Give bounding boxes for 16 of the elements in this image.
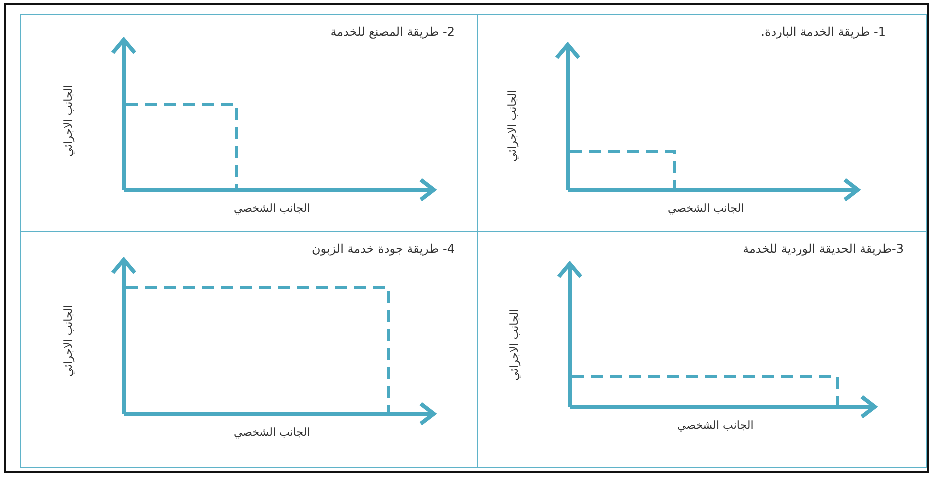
axis-label: الجانب الاجرائي bbox=[508, 309, 521, 381]
axis-label: الجانب الشخصي bbox=[668, 202, 744, 215]
axis-label: الجانب الشخصي bbox=[678, 419, 754, 432]
axis-label: الجانب الاجرائي bbox=[62, 85, 75, 157]
chart-title: 1- طريقة الخدمة الباردة. bbox=[761, 25, 886, 39]
chart-panel bbox=[477, 231, 927, 468]
chart-title: 3-طريقة الحديقة الوردية للخدمة bbox=[743, 242, 904, 256]
chart-title: 2- طريقة المصنع للخدمة bbox=[330, 25, 455, 39]
axis-label: الجانب الشخصي bbox=[234, 202, 310, 215]
chart-panel bbox=[477, 14, 927, 232]
axis-label: الجانب الشخصي bbox=[234, 426, 310, 439]
chart-title: 4- طريقة جودة خدمة الزبون bbox=[312, 242, 455, 256]
chart-panel bbox=[20, 14, 478, 232]
chart-panel bbox=[20, 231, 478, 468]
axis-label: الجانب الاجرائي bbox=[62, 305, 75, 377]
axis-label: الجانب الاجرائي bbox=[506, 90, 519, 162]
